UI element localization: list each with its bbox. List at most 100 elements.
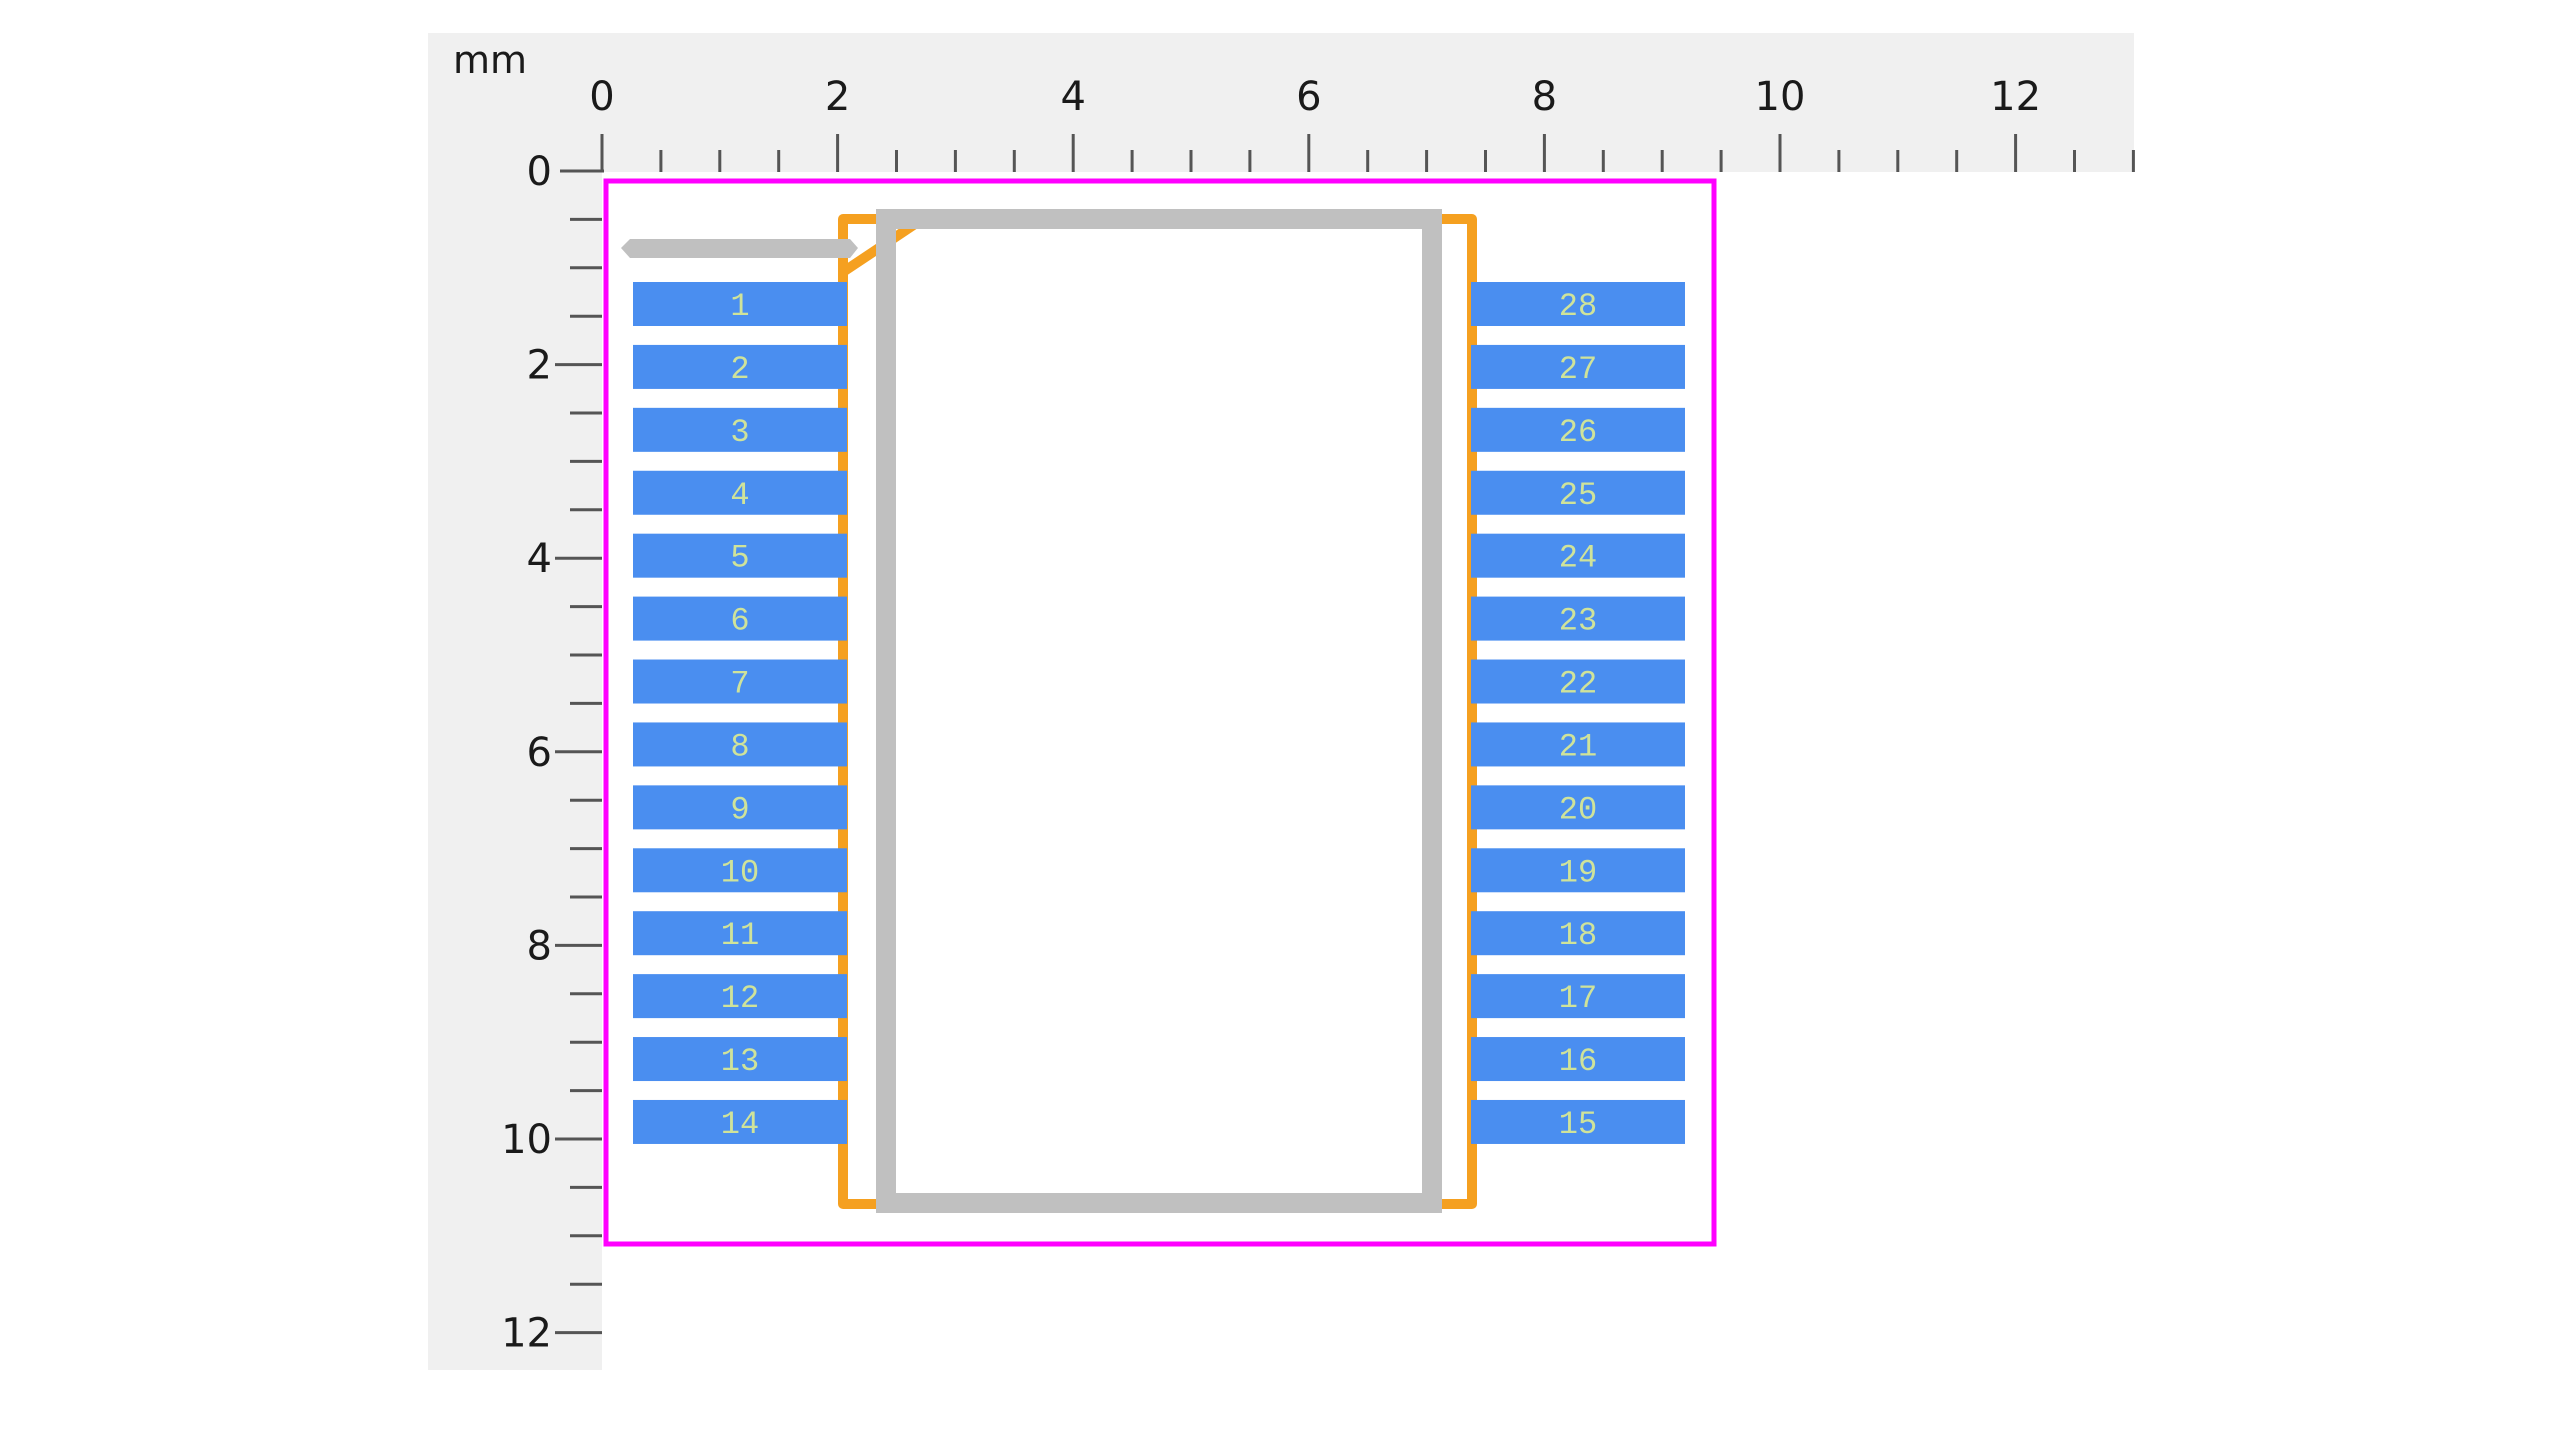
- ruler-label: 8: [527, 923, 552, 969]
- pad-shape[interactable]: [633, 1037, 847, 1082]
- pad-number: 8: [730, 728, 749, 765]
- pad-shape[interactable]: [633, 785, 847, 830]
- ruler-label: 2: [825, 74, 850, 120]
- pad-number: 20: [1559, 791, 1597, 828]
- pad-shape[interactable]: [633, 911, 847, 956]
- pad-15[interactable]: 15: [1471, 1099, 1685, 1144]
- pad-21[interactable]: 21: [1471, 722, 1685, 767]
- pad-number: 10: [721, 854, 759, 891]
- ruler-label: 4: [527, 536, 552, 582]
- pad-shape[interactable]: [633, 282, 847, 326]
- right-pad-row: 28 27 26 25 24 23 22 21 20 19 18 17 16 15: [1471, 282, 1685, 1144]
- pad-17[interactable]: 17: [1471, 974, 1685, 1019]
- ruler-label: 10: [501, 1117, 552, 1163]
- pad-shape[interactable]: [1471, 407, 1685, 452]
- pad-number: 7: [730, 666, 749, 703]
- pad-19[interactable]: 19: [1471, 848, 1685, 893]
- pad-number: 12: [721, 980, 759, 1017]
- pad-shape[interactable]: [633, 470, 847, 515]
- pad-shape[interactable]: [633, 722, 847, 767]
- pad-shape[interactable]: [633, 533, 847, 578]
- pad-7[interactable]: 7: [633, 659, 847, 704]
- ruler-label: 12: [501, 1311, 552, 1357]
- pad-shape[interactable]: [1471, 848, 1685, 893]
- pin1-indicator: [621, 239, 858, 258]
- pad-9[interactable]: 9: [633, 785, 847, 830]
- pad-shape[interactable]: [1471, 722, 1685, 767]
- pad-number: 28: [1559, 288, 1597, 325]
- pad-number: 14: [721, 1106, 759, 1143]
- pad-shape[interactable]: [1471, 596, 1685, 641]
- pad-number: 17: [1559, 980, 1597, 1017]
- pad-shape[interactable]: [1471, 1037, 1685, 1082]
- pad-14[interactable]: 14: [633, 1099, 847, 1144]
- pad-16[interactable]: 16: [1471, 1037, 1685, 1082]
- ruler-label: 8: [1532, 74, 1557, 120]
- pad-number: 13: [721, 1043, 759, 1080]
- pad-24[interactable]: 24: [1471, 533, 1685, 578]
- pad-8[interactable]: 8: [633, 722, 847, 767]
- ruler-label: 0: [527, 149, 552, 195]
- pad-shape[interactable]: [633, 659, 847, 704]
- pad-number: 26: [1559, 414, 1597, 451]
- pad-5[interactable]: 5: [633, 533, 847, 578]
- pad-number: 9: [730, 791, 749, 828]
- pad-number: 22: [1559, 666, 1597, 703]
- pad-27[interactable]: 27: [1471, 344, 1685, 389]
- pad-shape[interactable]: [1471, 911, 1685, 956]
- ruler-label: 0: [589, 74, 614, 120]
- pad-number: 2: [730, 351, 749, 388]
- pad-2[interactable]: 2: [633, 344, 847, 389]
- pad-shape[interactable]: [1471, 282, 1685, 326]
- ruler-label: 12: [1990, 74, 2041, 120]
- pad-shape[interactable]: [633, 596, 847, 641]
- pad-shape[interactable]: [633, 974, 847, 1019]
- pad-12[interactable]: 12: [633, 974, 847, 1019]
- pad-shape[interactable]: [1471, 659, 1685, 704]
- pad-shape[interactable]: [633, 407, 847, 452]
- pad-number: 19: [1559, 854, 1597, 891]
- pad-28[interactable]: 28: [1471, 282, 1685, 326]
- pad-4[interactable]: 4: [633, 470, 847, 515]
- pad-shape[interactable]: [1471, 1099, 1685, 1144]
- horizontal-ruler: 0 2 4 6 8 10 12: [560, 74, 2135, 173]
- unit-label: mm: [453, 38, 527, 82]
- pad-26[interactable]: 26: [1471, 407, 1685, 452]
- ruler-label: 10: [1755, 74, 1806, 120]
- pad-10[interactable]: 10: [633, 848, 847, 893]
- pad-number: 18: [1559, 917, 1597, 954]
- pad-number: 1: [730, 288, 749, 325]
- silkscreen-outline: [838, 214, 1477, 1209]
- pad-25[interactable]: 25: [1471, 470, 1685, 515]
- component-body-outline: [876, 209, 1442, 1213]
- pad-20[interactable]: 20: [1471, 785, 1685, 830]
- pad-number: 15: [1559, 1106, 1597, 1143]
- pad-11[interactable]: 11: [633, 911, 847, 956]
- pad-3[interactable]: 3: [633, 407, 847, 452]
- pad-number: 5: [730, 540, 749, 577]
- pad-number: 27: [1559, 351, 1597, 388]
- ruler-label: 6: [1296, 74, 1321, 120]
- pad-shape[interactable]: [633, 848, 847, 893]
- pad-shape[interactable]: [1471, 470, 1685, 515]
- pad-number: 16: [1559, 1043, 1597, 1080]
- pad-18[interactable]: 18: [1471, 911, 1685, 956]
- pad-shape[interactable]: [1471, 344, 1685, 389]
- pad-shape[interactable]: [1471, 533, 1685, 578]
- pad-number: 24: [1559, 540, 1597, 577]
- ruler-label: 4: [1060, 74, 1085, 120]
- pad-23[interactable]: 23: [1471, 596, 1685, 641]
- pad-13[interactable]: 13: [633, 1037, 847, 1082]
- ruler-label: 6: [527, 730, 552, 776]
- pad-shape[interactable]: [1471, 785, 1685, 830]
- pad-shape[interactable]: [633, 1099, 847, 1144]
- pad-number: 4: [730, 477, 749, 514]
- pad-22[interactable]: 22: [1471, 659, 1685, 704]
- pad-number: 11: [721, 917, 759, 954]
- pad-1[interactable]: 1: [633, 282, 847, 326]
- courtyard-outline: [603, 178, 1717, 1247]
- pad-6[interactable]: 6: [633, 596, 847, 641]
- pad-shape[interactable]: [1471, 974, 1685, 1019]
- pad-shape[interactable]: [633, 344, 847, 389]
